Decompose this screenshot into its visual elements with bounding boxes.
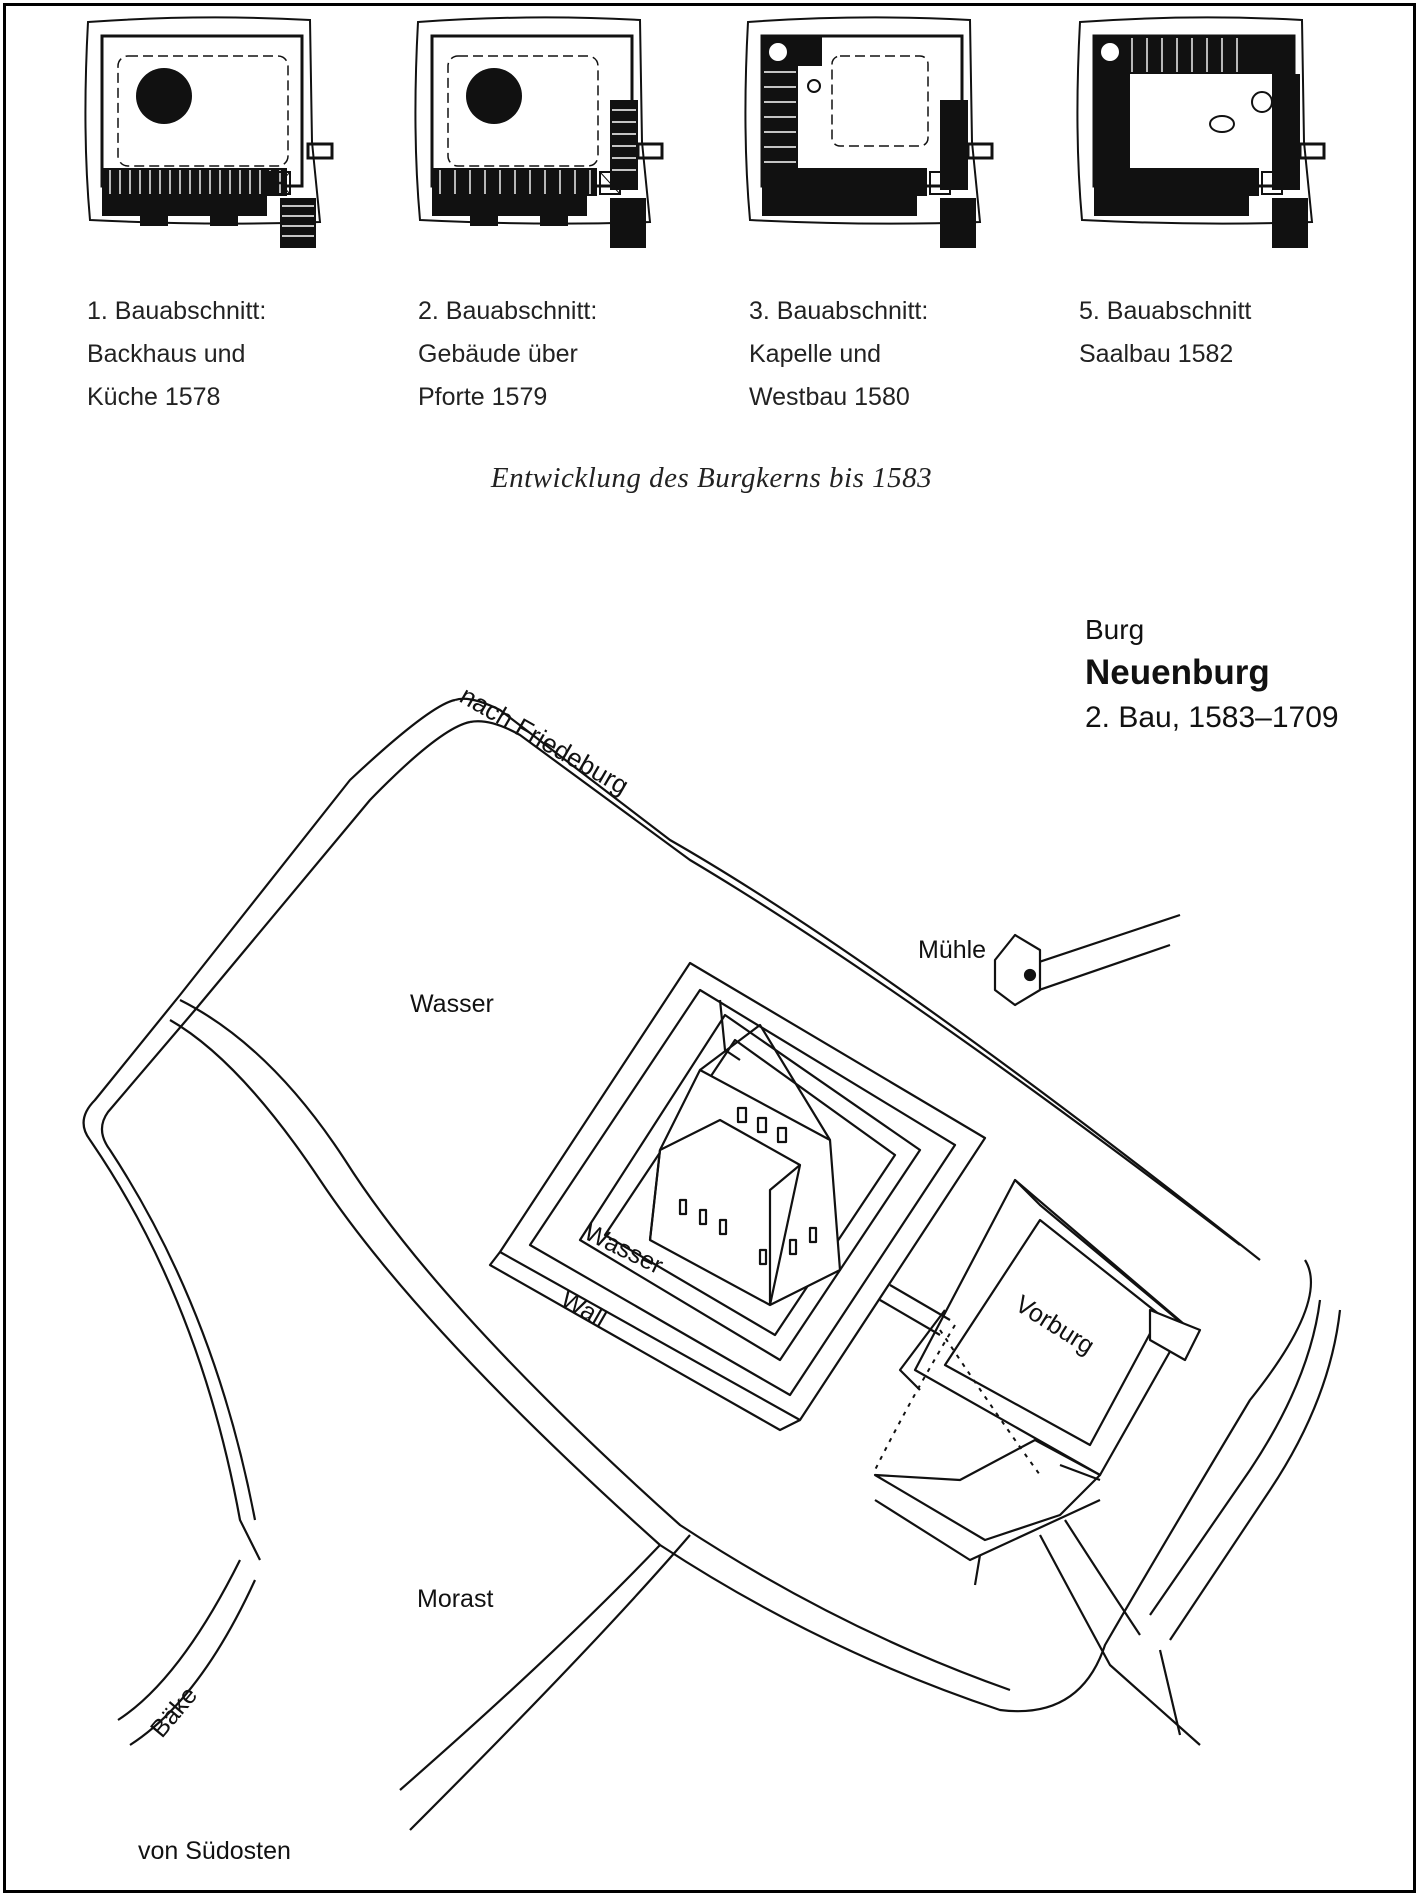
stage-5-line-2: Saalbau 1582 [1079, 340, 1234, 368]
stage-1-plan [80, 12, 340, 272]
stage-2-line-3: Pforte 1579 [418, 383, 548, 411]
stage-3-plan [740, 12, 1000, 272]
stage-5-line-1: 5. Bauabschnitt [1079, 297, 1252, 325]
label-morast: Morast [417, 1585, 494, 1613]
title-block: Burg Neuenburg 2. Bau, 1583–1709 [1085, 610, 1339, 740]
stage-1-label: 1. Bauabschnitt: Backhaus und Küche 1578 [87, 290, 266, 419]
label-wasser-outer: Wasser [410, 990, 494, 1018]
stage-5-label: 5. Bauabschnitt Saalbau 1582 [1079, 290, 1251, 376]
title-small: Burg [1085, 614, 1145, 645]
title-subtitle: 2. Bau, 1583–1709 [1085, 701, 1339, 734]
figure-caption: Entwicklung des Burgkerns bis 1583 [490, 462, 933, 494]
stage-1-line-1: 1. Bauabschnitt: [87, 297, 267, 325]
stage-2-line-1: 2. Bauabschnitt: [418, 297, 598, 325]
stage-3-label: 3. Bauabschnitt: Kapelle und Westbau 158… [749, 290, 928, 419]
label-von-suedosten: von Südosten [138, 1837, 291, 1865]
stage-3-line-1: 3. Bauabschnitt: [749, 297, 929, 325]
stage-5-plan [1072, 12, 1332, 272]
stage-2-plan [410, 12, 670, 272]
stage-1-line-3: Küche 1578 [87, 383, 221, 411]
stage-2-line-2: Gebäude über [418, 340, 578, 368]
stage-3-line-2: Kapelle und [749, 340, 882, 368]
stage-1-line-2: Backhaus und [87, 340, 246, 368]
stage-3-line-3: Westbau 1580 [749, 383, 910, 411]
title-main: Neuenburg [1085, 653, 1270, 692]
page-border [3, 3, 1416, 1893]
label-muehle: Mühle [918, 936, 987, 964]
stage-2-label: 2. Bauabschnitt: Gebäude über Pforte 157… [418, 290, 597, 419]
